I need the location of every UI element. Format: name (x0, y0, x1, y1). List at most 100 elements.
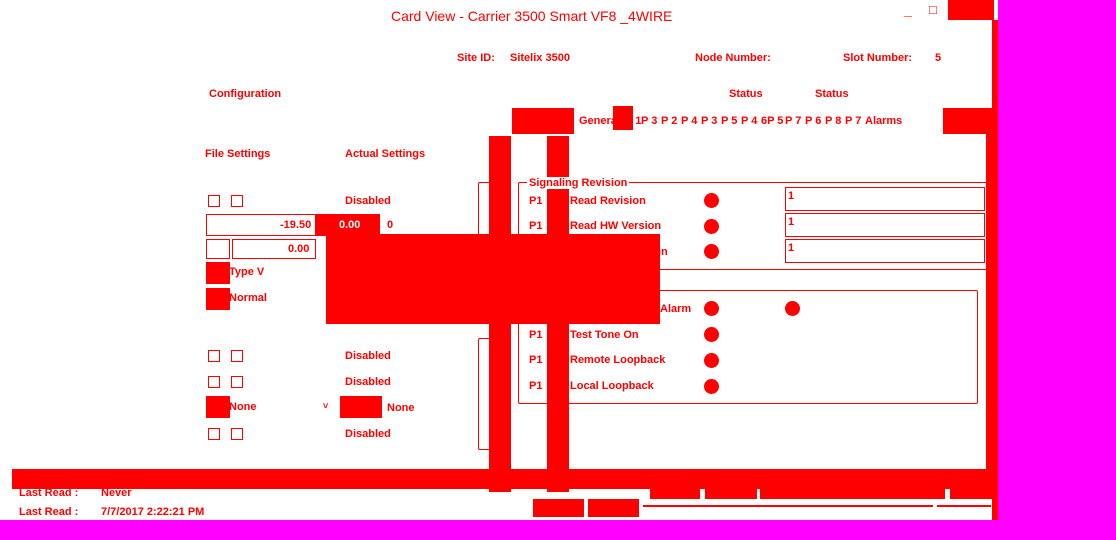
bottom-bar-right (510, 469, 996, 489)
actual-dropdown-8[interactable] (340, 396, 382, 418)
tab-9[interactable]: P 7 (785, 115, 802, 127)
tab-10[interactable]: P 6 (805, 115, 822, 127)
file-value-3: 0.00 (288, 243, 310, 255)
file-checkbox-9b[interactable] (231, 428, 243, 440)
splitter-bar-1[interactable] (489, 136, 511, 492)
right-edge-bar (986, 130, 994, 490)
file-checkbox-7[interactable] (208, 376, 220, 388)
tab-strip-right-block (943, 108, 996, 134)
bottom-button-4[interactable] (705, 489, 757, 499)
signal-value-2: 1 (788, 216, 795, 228)
signal-indicator-1 (704, 193, 719, 208)
bottom-magenta-edge (0, 520, 1116, 540)
mid-value-2: 0.00 (339, 219, 361, 231)
last-read-label: Last Read : (19, 487, 79, 499)
bottom-button-5[interactable] (760, 489, 945, 499)
actual-value-7: Disabled (345, 376, 391, 388)
signal-label-3: Version (628, 246, 668, 258)
alarm-label-2: Test Tone On (570, 329, 639, 341)
slot-number-label: Slot Number: (843, 52, 913, 64)
node-number-label: Node Number: (695, 52, 771, 64)
bottom-button-2[interactable] (588, 499, 639, 517)
signal-indicator-2 (704, 219, 719, 234)
alarm-port-4: P1 (529, 380, 543, 392)
signal-value-box-2 (785, 213, 985, 237)
alarm-label-4: Local Loopback (570, 380, 654, 392)
signal-value-box-1 (785, 187, 985, 211)
last-read-value: Never (101, 487, 132, 499)
actual-value-6: Disabled (345, 350, 391, 362)
bottom-button-6[interactable] (950, 489, 994, 499)
file-value-2: -19.50 (280, 219, 312, 231)
file-checkbox-6[interactable] (208, 350, 220, 362)
signal-port-2: P1 (529, 220, 543, 232)
tab-3[interactable]: P 2 (661, 115, 678, 127)
tab-13[interactable]: Alarms (865, 115, 903, 127)
signaling-group-title: Signaling Revision (527, 177, 630, 189)
tab-strip-left-block (512, 108, 574, 134)
file-checkbox-9[interactable] (208, 428, 220, 440)
signal-value-box-3 (785, 239, 985, 263)
status-heading-1: Status (729, 88, 763, 100)
signal-value-3: 1 (788, 242, 795, 254)
signal-indicator-3 (704, 244, 719, 259)
file-input-2[interactable] (206, 214, 316, 236)
tab-0[interactable]: General (579, 115, 620, 127)
alarm-label-1: Alarm (660, 303, 692, 315)
signal-label-2: Read HW Version (570, 220, 662, 232)
file-input-3[interactable] (232, 239, 316, 259)
left-group-bracket-1 (478, 182, 490, 312)
bottom-button-3[interactable] (650, 489, 700, 499)
file-checkbox-6b[interactable] (231, 350, 243, 362)
spin-button-2[interactable] (316, 214, 380, 236)
file-dropdown-5[interactable] (206, 288, 230, 310)
actual-value-1: Disabled (345, 195, 391, 207)
bottom-line-2 (937, 505, 991, 507)
tab-2[interactable]: P 3 (641, 115, 658, 127)
file-dropdown-8[interactable] (206, 396, 230, 418)
alarm-indicator-2 (704, 327, 719, 342)
maximize-button[interactable]: □ (929, 2, 937, 17)
alarm-indicator-1 (704, 301, 719, 316)
alarm-indicator-3 (704, 353, 719, 368)
file-value-5: Normal (229, 292, 267, 304)
file-checkbox-1b[interactable] (231, 195, 243, 207)
actual-value-9: Disabled (345, 428, 391, 440)
tab-11[interactable]: P 8 (825, 115, 842, 127)
file-input-3-left[interactable] (206, 239, 230, 259)
tab-1[interactable]: 2P 1 (619, 115, 642, 127)
file-value-4: Type V (229, 266, 265, 278)
status-heading-2: Status (815, 88, 849, 100)
bottom-button-1[interactable] (533, 499, 584, 517)
signal-label-1: Read Revision (570, 195, 646, 207)
chevron-down-icon[interactable]: ˅ (323, 401, 329, 411)
close-button[interactable] (948, 0, 994, 20)
actual-value-8: None (387, 402, 415, 414)
tab-12[interactable]: P 7 (845, 115, 862, 127)
window-title: Card View - Carrier 3500 Smart VF8 _4WIR… (391, 8, 673, 24)
right-edge-bar-top (992, 20, 998, 520)
minimize-button[interactable]: _ (904, 2, 912, 18)
bottom-line-1 (643, 505, 933, 507)
alarm-indicator-1b (785, 301, 800, 316)
tab-4[interactable]: P 4 (681, 115, 698, 127)
file-value-8: None (229, 401, 257, 413)
tab-6[interactable]: P 5 (721, 115, 738, 127)
signal-value-1: 1 (788, 190, 795, 202)
last-read2-value: 7/7/2017 2:22:21 PM (101, 506, 205, 518)
configuration-heading: Configuration (209, 88, 282, 100)
site-id-value: Sitelix 3500 (510, 52, 570, 64)
alarm-group (518, 290, 978, 404)
alarm-label-3: Remote Loopback (570, 354, 666, 366)
file-checkbox-7b[interactable] (231, 376, 243, 388)
tab-7[interactable]: P 4 (741, 115, 758, 127)
file-dropdown-4[interactable] (206, 262, 230, 284)
tab-8[interactable]: 6P 5 (761, 115, 784, 127)
left-group-bracket-2 (478, 338, 490, 450)
tab-5[interactable]: P 3 (701, 115, 718, 127)
file-checkbox-1[interactable] (208, 195, 220, 207)
file-settings-header: File Settings (205, 148, 271, 160)
tab-strip-general-block[interactable] (613, 106, 633, 130)
bottom-bar-left (12, 469, 490, 489)
right-magenta-edge (998, 0, 1116, 540)
